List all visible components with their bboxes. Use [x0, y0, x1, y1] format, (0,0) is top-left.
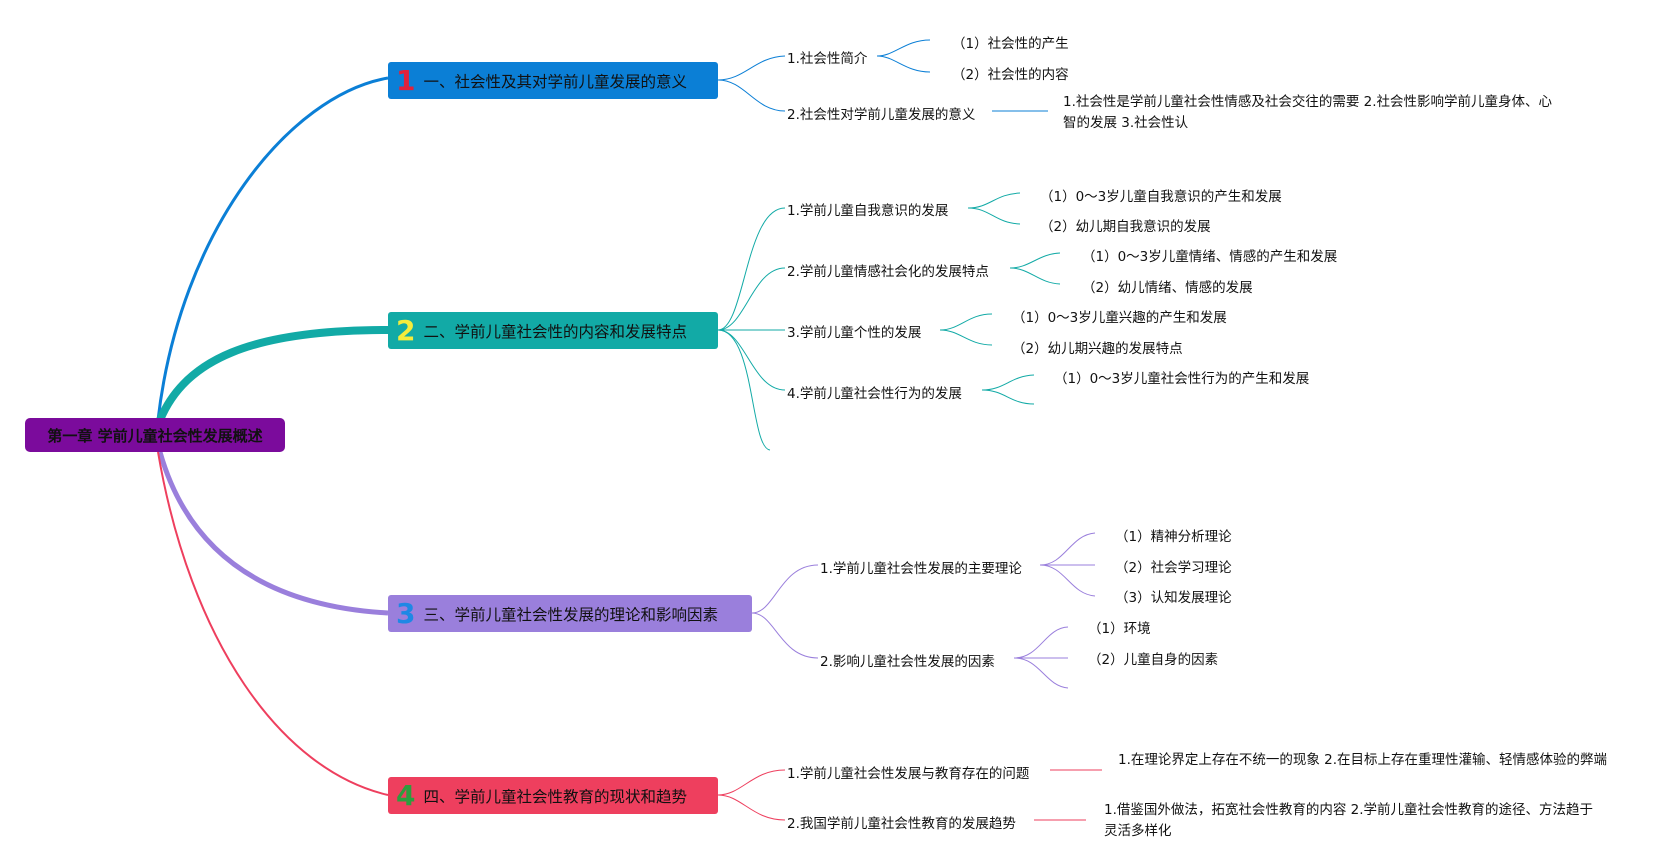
branch-label-4: 四、学前儿童社会性教育的现状和趋势 [423, 787, 687, 806]
branch-number-3: 3 [396, 596, 416, 630]
subtopic-1-1[interactable]: 1.社会性简介 [787, 51, 868, 67]
item-3-2-2[interactable]: （2）儿童自身的因素 [1088, 652, 1219, 668]
item-2-2-1[interactable]: （1）0～3岁儿童情绪、情感的产生和发展 [1082, 249, 1338, 265]
item-2-3-2[interactable]: （2）幼儿期兴趣的发展特点 [1012, 341, 1183, 357]
item-3-1-2[interactable]: （2）社会学习理论 [1115, 560, 1232, 576]
subtopic-2-1[interactable]: 1.学前儿童自我意识的发展 [787, 203, 949, 219]
item-4-1-1[interactable]: 1.在理论界定上存在不统一的现象 2.在目标上存在重理性灌输、轻情感体验的弊端 [1118, 752, 1608, 768]
item-2-1-2[interactable]: （2）幼儿期自我意识的发展 [1040, 219, 1211, 235]
subtopic-2-4[interactable]: 4.学前儿童社会性行为的发展 [787, 386, 962, 402]
subtopic-3-1[interactable]: 1.学前儿童社会性发展的主要理论 [820, 561, 1022, 577]
branch-topic-2[interactable]: 2 二、学前儿童社会性的内容和发展特点 [388, 312, 718, 349]
subtopic-2-3[interactable]: 3.学前儿童个性的发展 [787, 325, 922, 341]
item-4-2-1[interactable]: 1.借鉴国外做法，拓宽社会性教育的内容 2.学前儿童社会性教育的途径、方法趋于灵… [1104, 802, 1594, 839]
subtopic-3-2[interactable]: 2.影响儿童社会性发展的因素 [820, 654, 995, 670]
subtopic-2-2[interactable]: 2.学前儿童情感社会化的发展特点 [787, 264, 989, 280]
branch-number-4: 4 [396, 778, 416, 812]
branch-label-1: 一、社会性及其对学前儿童发展的意义 [423, 72, 687, 91]
item-1-1-2[interactable]: （2）社会性的内容 [952, 67, 1069, 83]
central-topic[interactable]: 第一章 学前儿童社会性发展概述 [25, 418, 285, 452]
item-3-1-3[interactable]: （3）认知发展理论 [1115, 590, 1232, 606]
item-2-1-1[interactable]: （1）0～3岁儿童自我意识的产生和发展 [1040, 189, 1282, 205]
subtopic-4-2[interactable]: 2.我国学前儿童社会性教育的发展趋势 [787, 816, 1016, 832]
branch-topic-4[interactable]: 4 四、学前儿童社会性教育的现状和趋势 [388, 777, 718, 814]
subtopic-4-1[interactable]: 1.学前儿童社会性发展与教育存在的问题 [787, 766, 1030, 782]
branch-topic-1[interactable]: 1 一、社会性及其对学前儿童发展的意义 [388, 62, 718, 99]
central-topic-label: 第一章 学前儿童社会性发展概述 [47, 426, 263, 445]
item-3-1-1[interactable]: （1）精神分析理论 [1115, 529, 1232, 545]
branch-label-2: 二、学前儿童社会性的内容和发展特点 [423, 322, 687, 341]
branch-number-1: 1 [396, 63, 416, 97]
branch-number-2: 2 [396, 313, 416, 347]
branch-label-3: 三、学前儿童社会性发展的理论和影响因素 [423, 605, 718, 624]
item-2-2-2[interactable]: （2）幼儿情绪、情感的发展 [1082, 280, 1253, 296]
item-3-2-1[interactable]: （1）环境 [1088, 621, 1151, 637]
item-1-2-1[interactable]: 1.社会性是学前儿童社会性情感及社会交往的需要 2.社会性影响学前儿童身体、心智… [1063, 94, 1553, 131]
item-1-1-1[interactable]: （1）社会性的产生 [952, 36, 1069, 52]
item-2-4-1[interactable]: （1）0～3岁儿童社会性行为的产生和发展 [1054, 371, 1310, 387]
subtopic-1-2[interactable]: 2.社会性对学前儿童发展的意义 [787, 107, 976, 123]
branch-topic-3[interactable]: 3 三、学前儿童社会性发展的理论和影响因素 [388, 595, 752, 632]
item-2-3-1[interactable]: （1）0～3岁儿童兴趣的产生和发展 [1012, 310, 1227, 326]
